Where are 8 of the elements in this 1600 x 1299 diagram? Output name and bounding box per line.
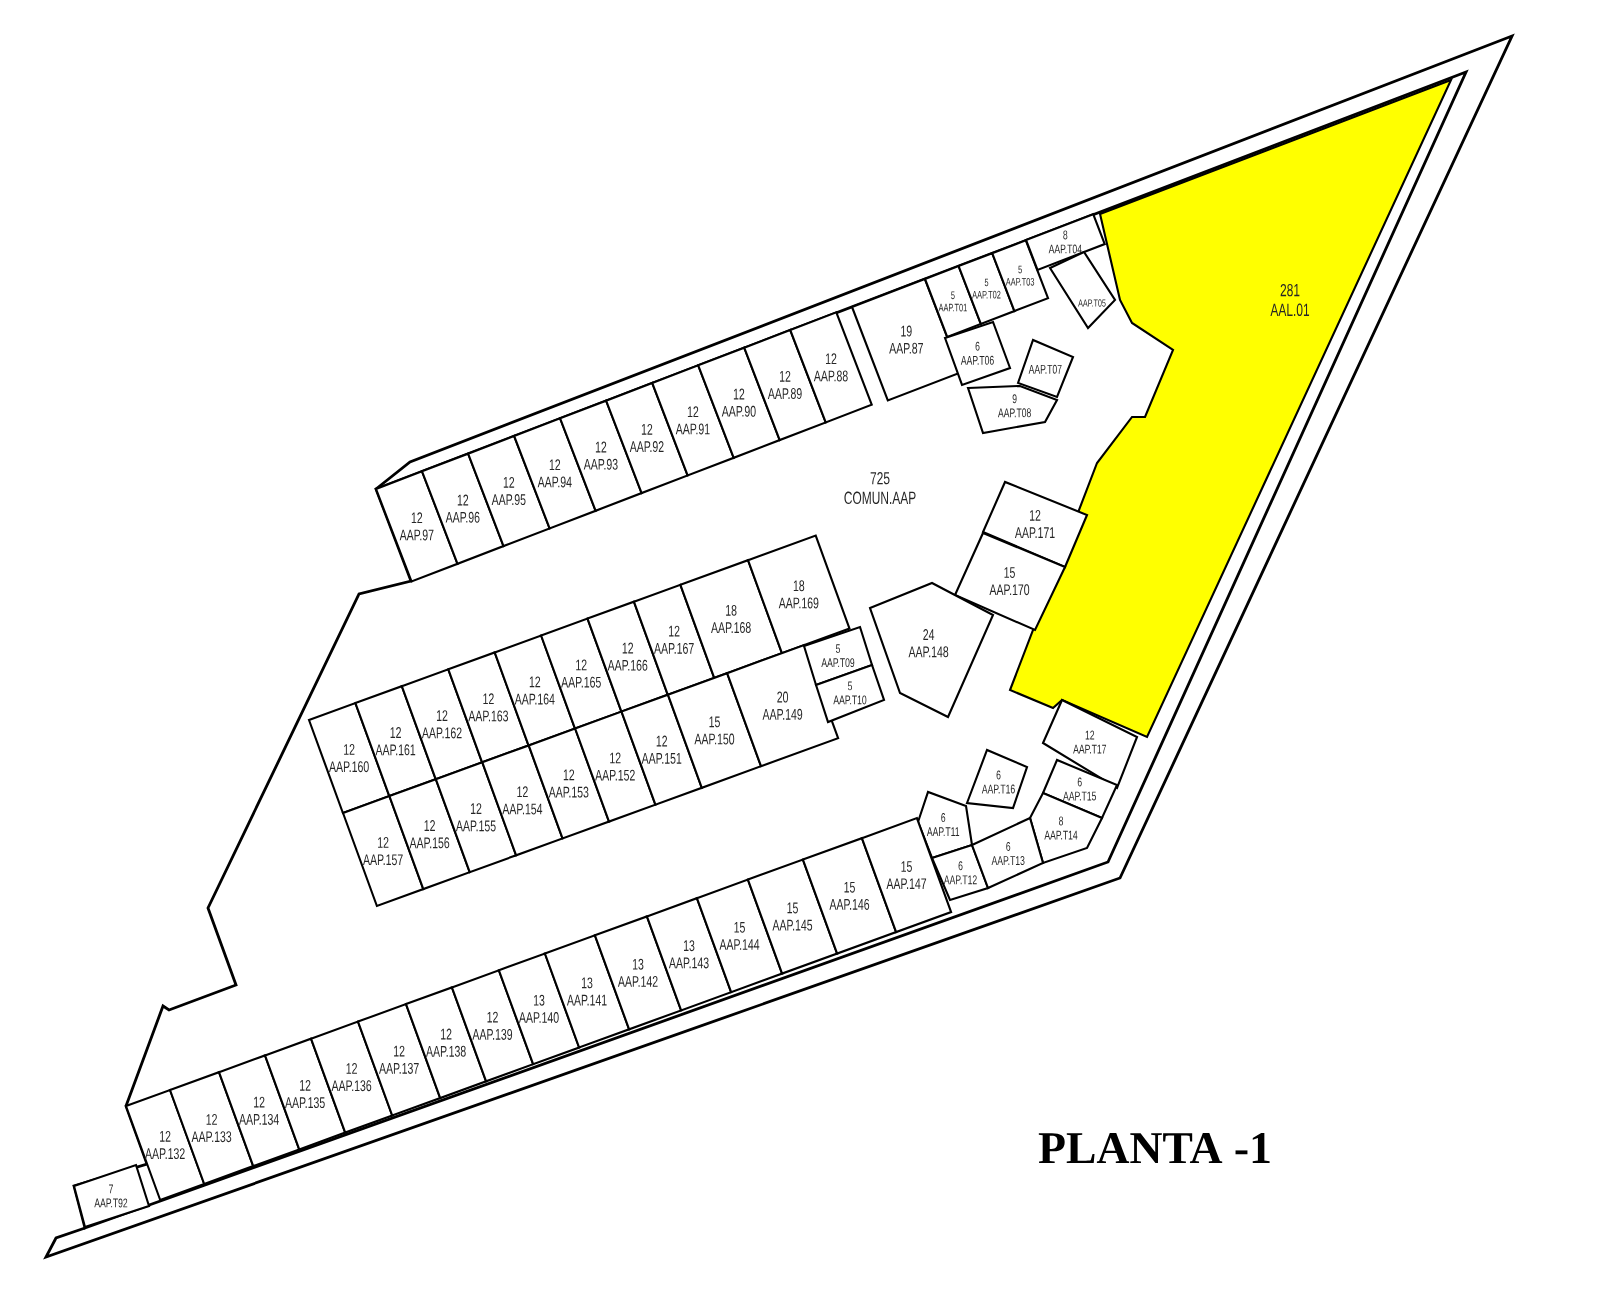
- storage-unit: 6 AAP.T06: [943, 320, 1012, 387]
- storage-unit: 7 AAP.T92: [72, 1163, 151, 1229]
- storage-unit: AAP.T07: [1016, 338, 1075, 399]
- storage-unit: 6 AAP.T12: [930, 843, 990, 902]
- storage-unit: 6 AAP.T11: [916, 790, 974, 860]
- storage-unit: 9 AAP.T08: [966, 384, 1059, 435]
- storage-unit: 6 AAP.T16: [965, 748, 1029, 810]
- plan-title: PLANTA -1: [1038, 1132, 1270, 1164]
